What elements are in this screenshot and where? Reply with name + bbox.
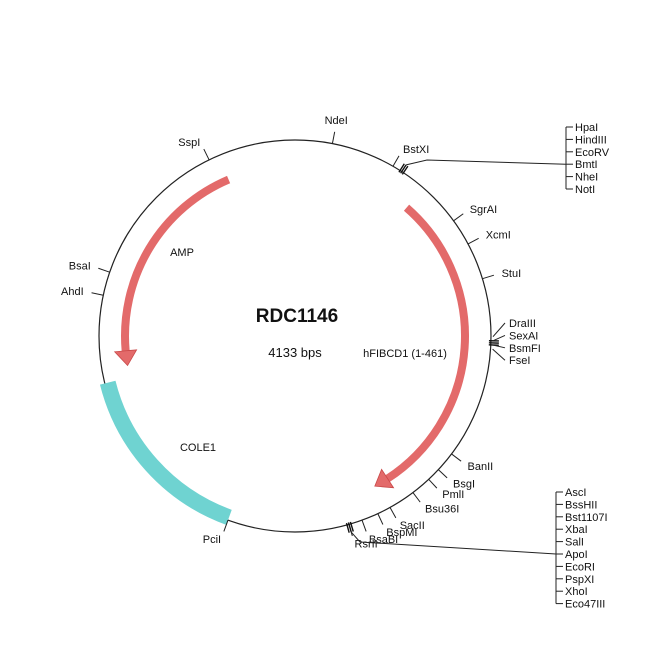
site-label-stui: StuI [502,268,522,280]
site-label-bst1107i: Bst1107I [565,512,608,524]
site-group-2-leader-draiii [492,322,506,338]
site-tick-sgrai [453,213,464,222]
site-label-pspxi: PspXI [565,574,594,586]
site-label-ecorv: EcoRV [575,147,610,159]
plasmid-size: 4133 bps [268,345,322,360]
site-label-bmti: BmtI [575,159,598,171]
site-label-pcii: PciI [203,534,221,546]
site-tick-pmli [428,479,438,489]
site-group-3-tick [349,521,354,532]
site-group-3-leader [350,531,557,555]
site-tick-bsu36i [412,492,421,503]
site-label-ahdi: AhdI [61,286,84,298]
site-label-ecori: EcoRI [565,561,595,573]
site-label-ndei: NdeI [325,115,348,127]
site-group-1-tick [401,165,409,175]
site-group-3-tick [347,522,352,533]
site-label-banii: BanII [468,461,494,473]
feature-label-hfibcd1-1-461: hFIBCD1 (1-461) [363,348,447,360]
site-label-sali: SalI [565,537,584,549]
feature-arrowhead-hfibcd1-1-461 [374,468,395,489]
site-label-apoi: ApoI [565,549,588,561]
site-tick-sspi [203,148,210,161]
site-groups-layer: HpaIHindIIIEcoRVBmtINheINotIDraIIISexAIB… [345,122,610,611]
backbone-layer [98,139,492,533]
site-group-2-leader-fsei [492,348,506,361]
site-label-xbai: XbaI [565,524,588,536]
site-label-xcmi: XcmI [486,230,511,242]
site-tick-xcmi [467,237,479,245]
site-label-sgrai: SgrAI [470,204,498,216]
feature-arrow-amp [121,175,231,352]
site-label-sspi: SspI [178,137,200,149]
site-label-bsgi: BsgI [453,478,475,490]
site-label-bstxi: BstXI [403,144,429,156]
site-label-sacii: SacII [400,520,425,532]
site-group-2-leader-bsmfi [492,344,506,349]
site-tick-pcii [223,520,229,532]
site-label-hpai: HpaI [575,122,598,134]
site-tick-ahdi [91,292,104,296]
feature-arrow-hfibcd1-1-461 [385,204,469,482]
site-tick-banii [451,453,462,462]
site-group-3-tick [345,522,350,533]
feature-label-amp: AMP [170,247,194,259]
site-label-eco47iii: Eco47III [565,599,605,611]
site-label-bspmi: BspMI [386,527,417,539]
site-label-asci: AscI [565,487,586,499]
backbone-circle [98,139,492,533]
site-label-bsshii: BssHII [565,499,597,511]
plasmid-title: RDC1146 [256,306,338,327]
site-tick-stui [482,274,495,280]
site-label-nhei: NheI [575,172,598,184]
site-label-bsmfi: BsmFI [509,343,541,355]
features-layer: AMP hFIBCD1 (1-461) COLE1 [99,175,469,525]
site-label-noti: NotI [575,184,595,196]
site-label-pmli: PmlI [442,489,464,501]
site-group-2-leader-sexai [492,334,506,342]
site-label-fsei: FseI [509,355,530,367]
site-label-xhoi: XhoI [565,586,588,598]
site-label-bsu36i: Bsu36I [425,504,459,516]
site-label-sexai: SexAI [509,330,538,342]
feature-label-cole1: COLE1 [180,442,216,454]
site-tick-sacii [389,507,397,519]
site-label-draiii: DraIII [509,318,536,330]
site-tick-bsai [98,267,110,273]
feature-box-cole1 [99,380,232,525]
site-tick-bsgi [438,469,448,479]
site-tick-bspmi [377,513,384,525]
site-group-1-tick [400,164,407,174]
site-tick-bsabi [361,520,367,532]
feature-arrowhead-amp [113,349,138,367]
site-tick-bstxi [392,155,400,167]
site-group-1-leader [405,159,567,166]
site-tick-ndei [331,131,336,144]
site-group-1-tick [398,163,405,173]
site-label-bsai: BsaI [69,261,91,273]
site-label-hindiii: HindIII [575,134,607,146]
